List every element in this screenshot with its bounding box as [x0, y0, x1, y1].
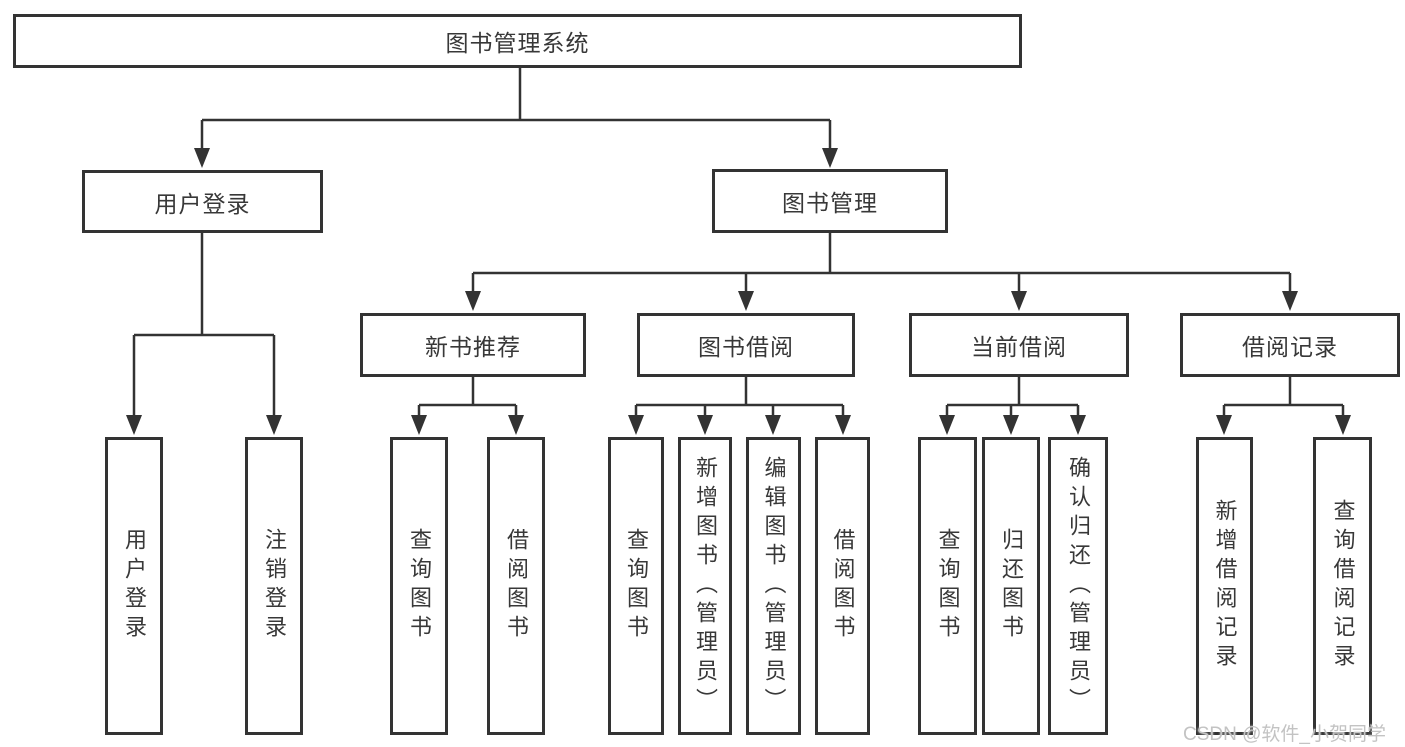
- leaf-edit-book-admin-label: 编辑图书（管理员）: [761, 455, 787, 717]
- node-new-book-recommend: 新书推荐: [360, 313, 586, 377]
- leaf-edit-book-admin: 编辑图书（管理员）: [746, 437, 801, 735]
- node-book-management: 图书管理: [712, 169, 948, 233]
- node-borrow-records-label: 借阅记录: [1242, 334, 1338, 360]
- leaf-borrow-query-book: 查询图书: [608, 437, 664, 735]
- leaf-borrow-book-label: 借阅图书: [830, 528, 856, 644]
- node-book-borrow: 图书借阅: [637, 313, 855, 377]
- leaf-confirm-return-admin-label: 确认归还（管理员）: [1066, 455, 1091, 717]
- leaf-query-borrow-record-label: 查询借阅记录: [1330, 499, 1356, 673]
- leaf-add-book-admin: 新增图书（管理员）: [678, 437, 732, 735]
- leaf-add-borrow-record-label: 新增借阅记录: [1212, 499, 1238, 673]
- node-root-label: 图书管理系统: [445, 30, 590, 56]
- leaf-recommend-borrow-book: 借阅图书: [487, 437, 545, 735]
- node-book-management-label: 图书管理: [782, 190, 878, 216]
- leaf-add-borrow-record: 新增借阅记录: [1196, 437, 1253, 735]
- leaf-current-query-book: 查询图书: [918, 437, 977, 735]
- leaf-recommend-query-book: 查询图书: [390, 437, 448, 735]
- leaf-logout-label: 注销登录: [262, 528, 287, 644]
- node-user-login-label: 用户登录: [154, 190, 251, 217]
- leaf-logout: 注销登录: [245, 437, 303, 735]
- node-current-borrow-label: 当前借阅: [971, 334, 1067, 360]
- connector-path: [132, 68, 1345, 421]
- leaf-borrow-query-book-label: 查询图书: [624, 528, 649, 644]
- leaf-user-login: 用户登录: [105, 437, 163, 735]
- node-borrow-records: 借阅记录: [1180, 313, 1400, 377]
- leaf-return-book-label: 归还图书: [999, 528, 1024, 644]
- leaf-query-borrow-record: 查询借阅记录: [1313, 437, 1372, 735]
- node-root: 图书管理系统: [13, 14, 1022, 68]
- watermark: CSDN @软件_小贺同学: [1183, 724, 1386, 745]
- arrowhead-triangles: [126, 148, 1351, 435]
- leaf-current-query-book-label: 查询图书: [935, 528, 961, 644]
- node-new-book-recommend-label: 新书推荐: [425, 334, 521, 360]
- leaf-recommend-borrow-book-label: 借阅图书: [504, 528, 529, 644]
- node-user-login: 用户登录: [82, 170, 323, 233]
- leaf-confirm-return-admin: 确认归还（管理员）: [1048, 437, 1108, 735]
- leaf-add-book-admin-label: 新增图书（管理员）: [693, 455, 718, 717]
- leaf-recommend-query-book-label: 查询图书: [407, 528, 432, 644]
- node-current-borrow: 当前借阅: [909, 313, 1129, 377]
- leaf-borrow-book: 借阅图书: [815, 437, 870, 735]
- leaf-user-login-label: 用户登录: [122, 528, 147, 644]
- node-book-borrow-label: 图书借阅: [698, 334, 794, 360]
- leaf-return-book: 归还图书: [982, 437, 1040, 735]
